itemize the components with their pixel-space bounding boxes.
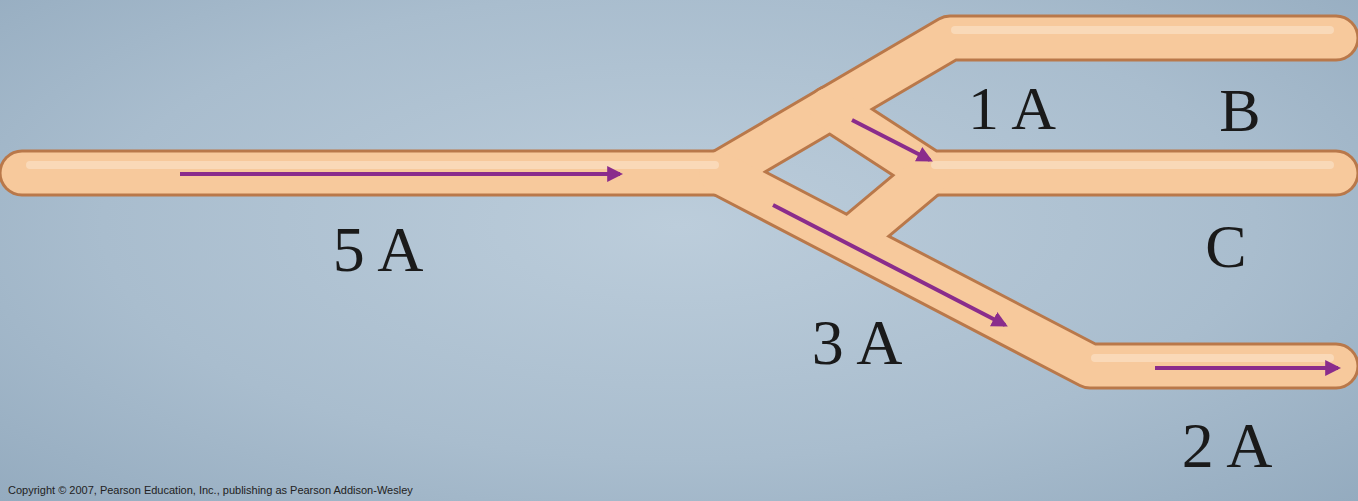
- current-label: 2 A: [1182, 414, 1273, 478]
- wire-outline: [22, 38, 1336, 366]
- current-label: 1 A: [968, 77, 1056, 139]
- wire-highlight: [30, 30, 1330, 358]
- copyright-note: Copyright © 2007, Pearson Education, Inc…: [8, 485, 413, 496]
- current-arrow: [180, 120, 1338, 368]
- current-label: 3 A: [812, 311, 903, 375]
- current-label: 5 A: [333, 218, 424, 282]
- wire-label: C: [1205, 215, 1246, 277]
- wire-body: [22, 38, 1336, 366]
- wire-label: B: [1219, 79, 1260, 141]
